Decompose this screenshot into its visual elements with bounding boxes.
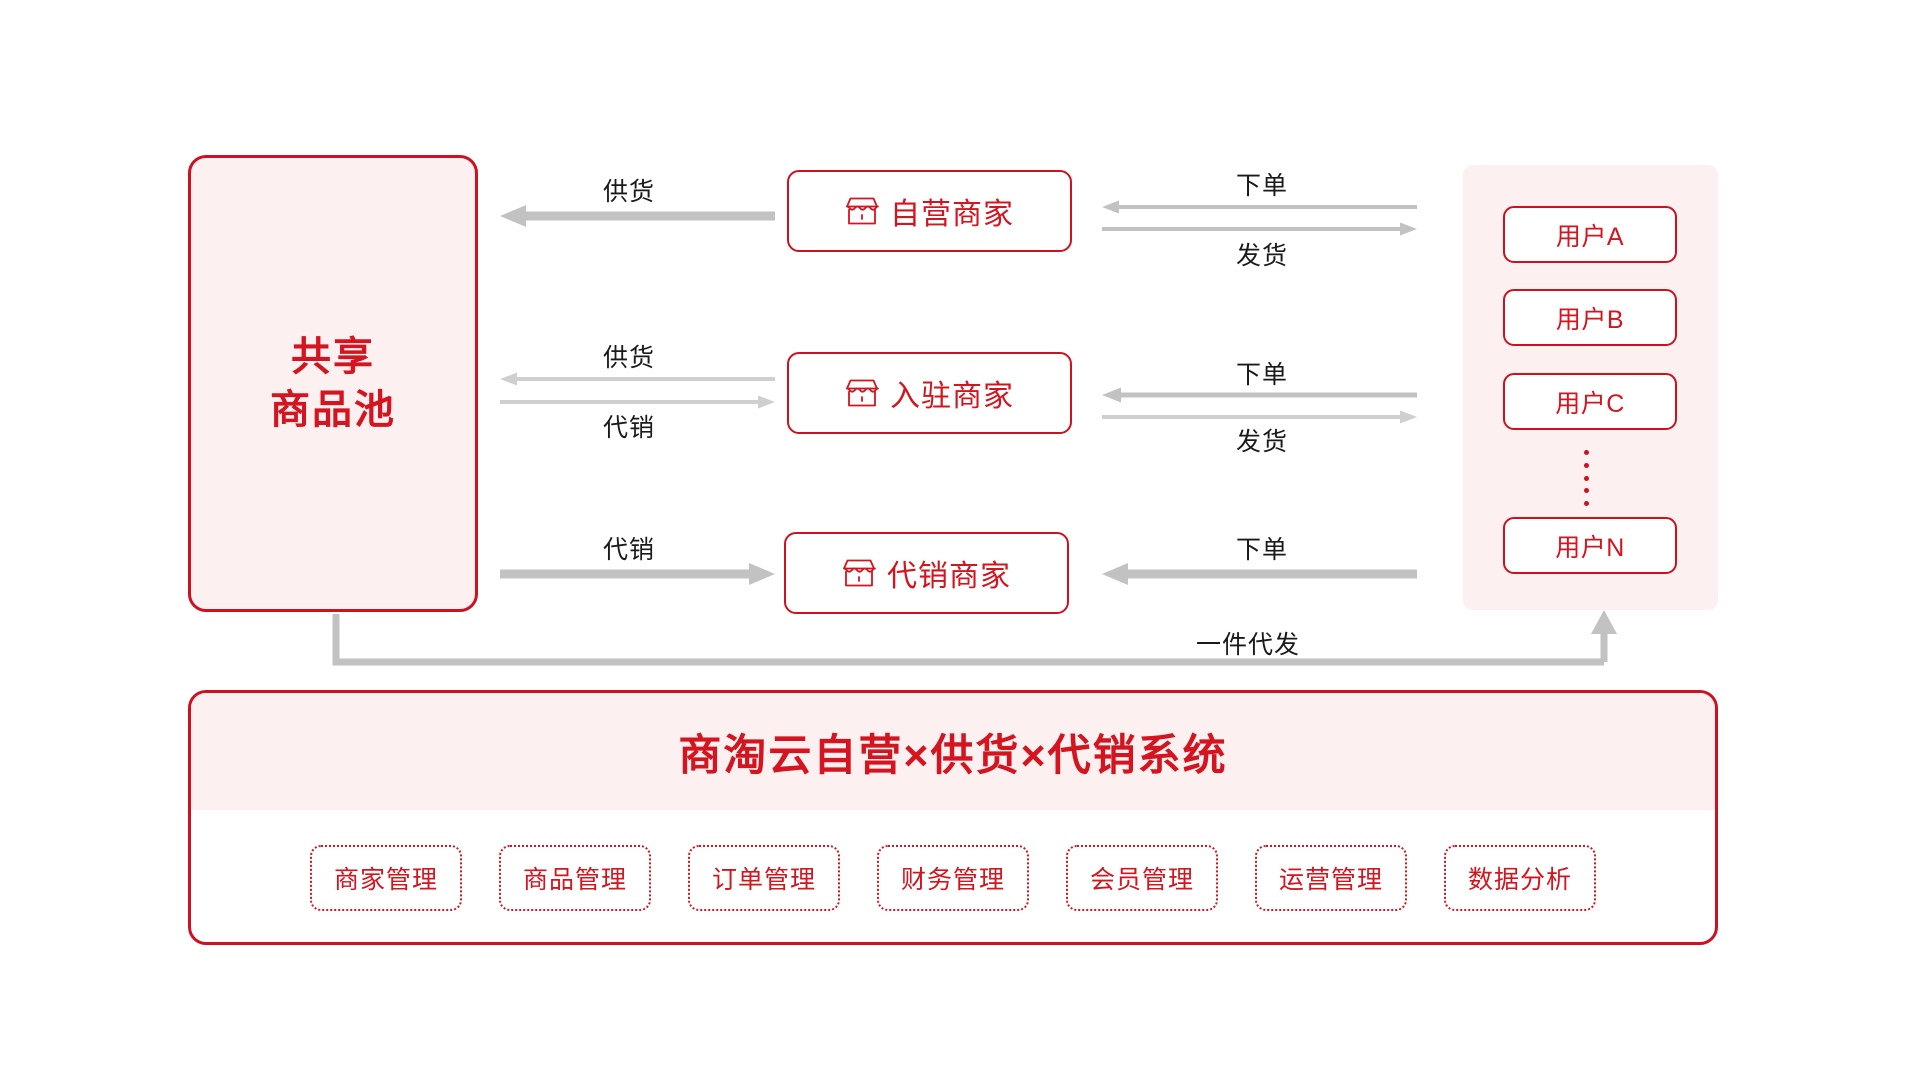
system-panel: 商淘云自营×供货×代销系统 商家管理 商品管理 订单管理 财务管理 会员管理 运… (188, 690, 1718, 945)
flow-label-left-row2-top: 供货 (603, 344, 656, 372)
merchant-label: 入驻商家 (890, 380, 1014, 413)
system-title: 商淘云自营×供货×代销系统 (678, 731, 1228, 780)
system-panel-header: 商淘云自营×供货×代销系统 (191, 693, 1715, 810)
module-tag-member-management[interactable]: 会员管理 (1066, 844, 1219, 911)
user-label: 用户A (1555, 222, 1625, 251)
user-box-a[interactable]: 用户A (1503, 206, 1677, 263)
arrow-order-row3 (1102, 563, 1417, 585)
arrow-consign-row2 (500, 395, 775, 409)
shop-icon (845, 378, 879, 408)
flow-label-right-row2-bottom: 发货 (1236, 428, 1289, 456)
flow-label-left-row2-bottom: 代销 (603, 414, 656, 442)
shared-product-pool-card: 共享 商品池 (188, 155, 478, 612)
arrow-dropship-connector (332, 610, 1617, 666)
user-label: 用户N (1555, 533, 1625, 562)
module-tag-product-management[interactable]: 商品管理 (498, 844, 651, 911)
merchant-card-consignment[interactable]: 代销商家 (784, 532, 1069, 614)
module-tag-finance-management[interactable]: 财务管理 (876, 844, 1029, 911)
user-box-b[interactable]: 用户B (1503, 289, 1677, 346)
user-box-n[interactable]: 用户N (1503, 517, 1677, 574)
merchant-label: 自营商家 (890, 198, 1014, 231)
user-box-c[interactable]: 用户C (1503, 373, 1677, 430)
arrow-order-row1 (1102, 200, 1417, 214)
arrow-consign-row3 (500, 563, 775, 585)
flow-label-right-row2-top: 下单 (1236, 361, 1289, 389)
user-label: 用户B (1555, 305, 1625, 334)
module-tag-data-analysis[interactable]: 数据分析 (1444, 844, 1597, 911)
module-tag-operation-management[interactable]: 运营管理 (1255, 844, 1408, 911)
arrow-order-row2 (1102, 387, 1417, 403)
arrow-ship-row1 (1102, 222, 1417, 236)
flow-label-left-row1-top: 供货 (603, 178, 656, 206)
flow-label-left-row3-top: 代销 (603, 536, 656, 564)
vertical-ellipsis-icon (1583, 450, 1589, 506)
arrow-supply-row1 (500, 205, 775, 227)
module-tag-order-management[interactable]: 订单管理 (687, 844, 840, 911)
flow-label-right-row3-top: 下单 (1236, 536, 1289, 564)
merchant-label: 代销商家 (887, 560, 1011, 593)
shared-product-pool-label: 共享 商品池 (270, 334, 396, 432)
module-tag-merchant-management[interactable]: 商家管理 (309, 844, 462, 911)
user-label: 用户C (1555, 389, 1625, 418)
merchant-card-self-operated[interactable]: 自营商家 (787, 170, 1072, 252)
flow-label-dropship: 一件代发 (1196, 631, 1301, 659)
shop-icon (845, 196, 879, 226)
arrow-supply-row2 (500, 372, 775, 386)
flow-label-right-row1-top: 下单 (1236, 172, 1289, 200)
merchant-card-onboarded[interactable]: 入驻商家 (787, 352, 1072, 434)
shop-icon (842, 558, 876, 588)
system-module-tag-list: 商家管理 商品管理 订单管理 财务管理 会员管理 运营管理 数据分析 (191, 810, 1715, 942)
flow-label-right-row1-bottom: 发货 (1236, 242, 1289, 270)
arrow-ship-row2 (1102, 410, 1417, 424)
